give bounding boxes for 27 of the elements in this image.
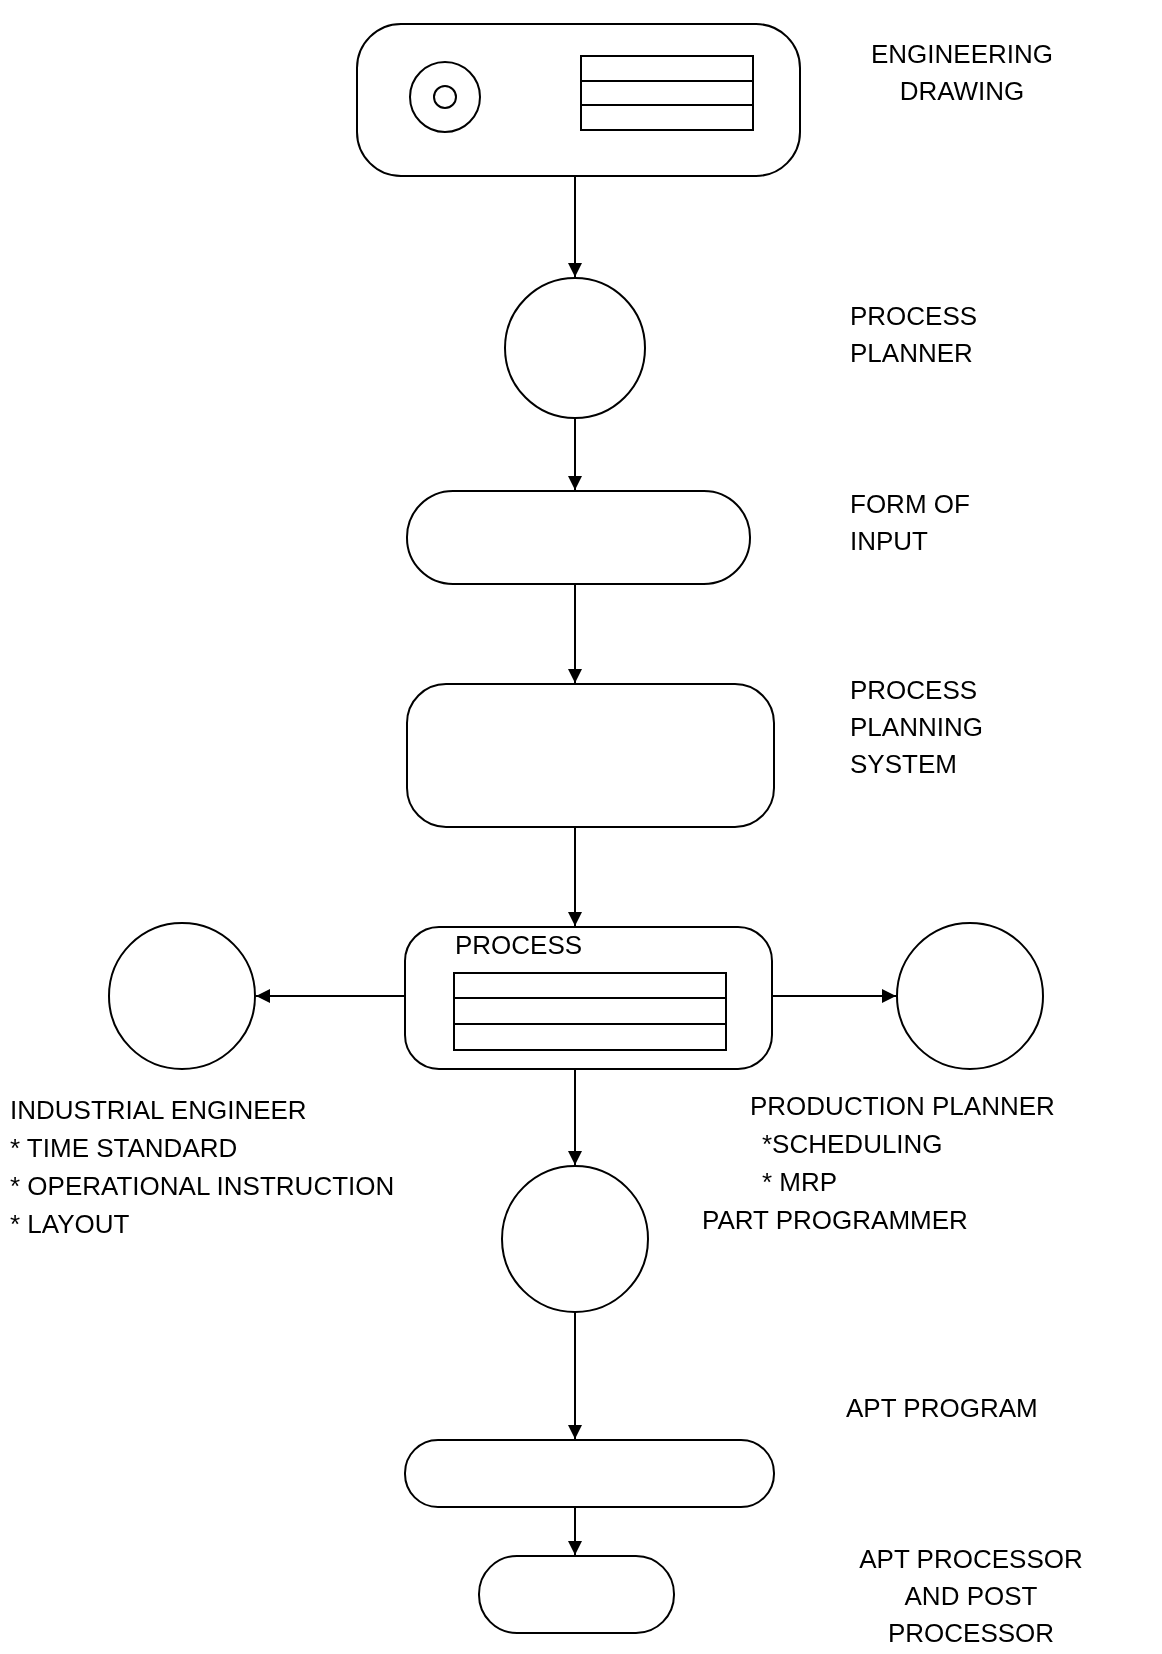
node-label: *SCHEDULING [762,1128,944,1161]
node-label: PROCESS PLANNING SYSTEM [850,674,984,781]
caption-label: APT PROCESSOR AND POST PROCESSOR [858,1543,1084,1650]
drawing-card [356,23,801,177]
node-label: INDUSTRIAL ENGINEER [10,1094,308,1127]
arrow [255,989,405,1003]
arrow [568,1312,582,1440]
node-label: PRODUCTION PLANNER [750,1090,1056,1123]
box-title: PROCESS [455,930,583,960]
rounded-box [406,683,775,828]
node-label: PART PROGRAMMER [702,1204,969,1237]
node-label: * TIME STANDARD [10,1132,239,1165]
arrow [568,1069,582,1166]
arrow [568,827,582,927]
arrow [568,418,582,491]
node-label: FORM OF INPUT [850,488,971,558]
caption-label: PROCESS PLANNER [850,300,979,370]
node-label: * OPERATIONAL INSTRUCTION [10,1170,396,1203]
node-label: APT PROGRAM [846,1392,1039,1425]
arrow [772,989,897,1003]
node-label: * LAYOUT [10,1208,131,1241]
node-label: * MRP [762,1166,839,1199]
arrow [568,176,582,278]
arrow [568,1507,582,1556]
process-box [404,926,773,1070]
node-label: ENGINEERING DRAWING [870,38,1054,108]
arrow [568,584,582,684]
